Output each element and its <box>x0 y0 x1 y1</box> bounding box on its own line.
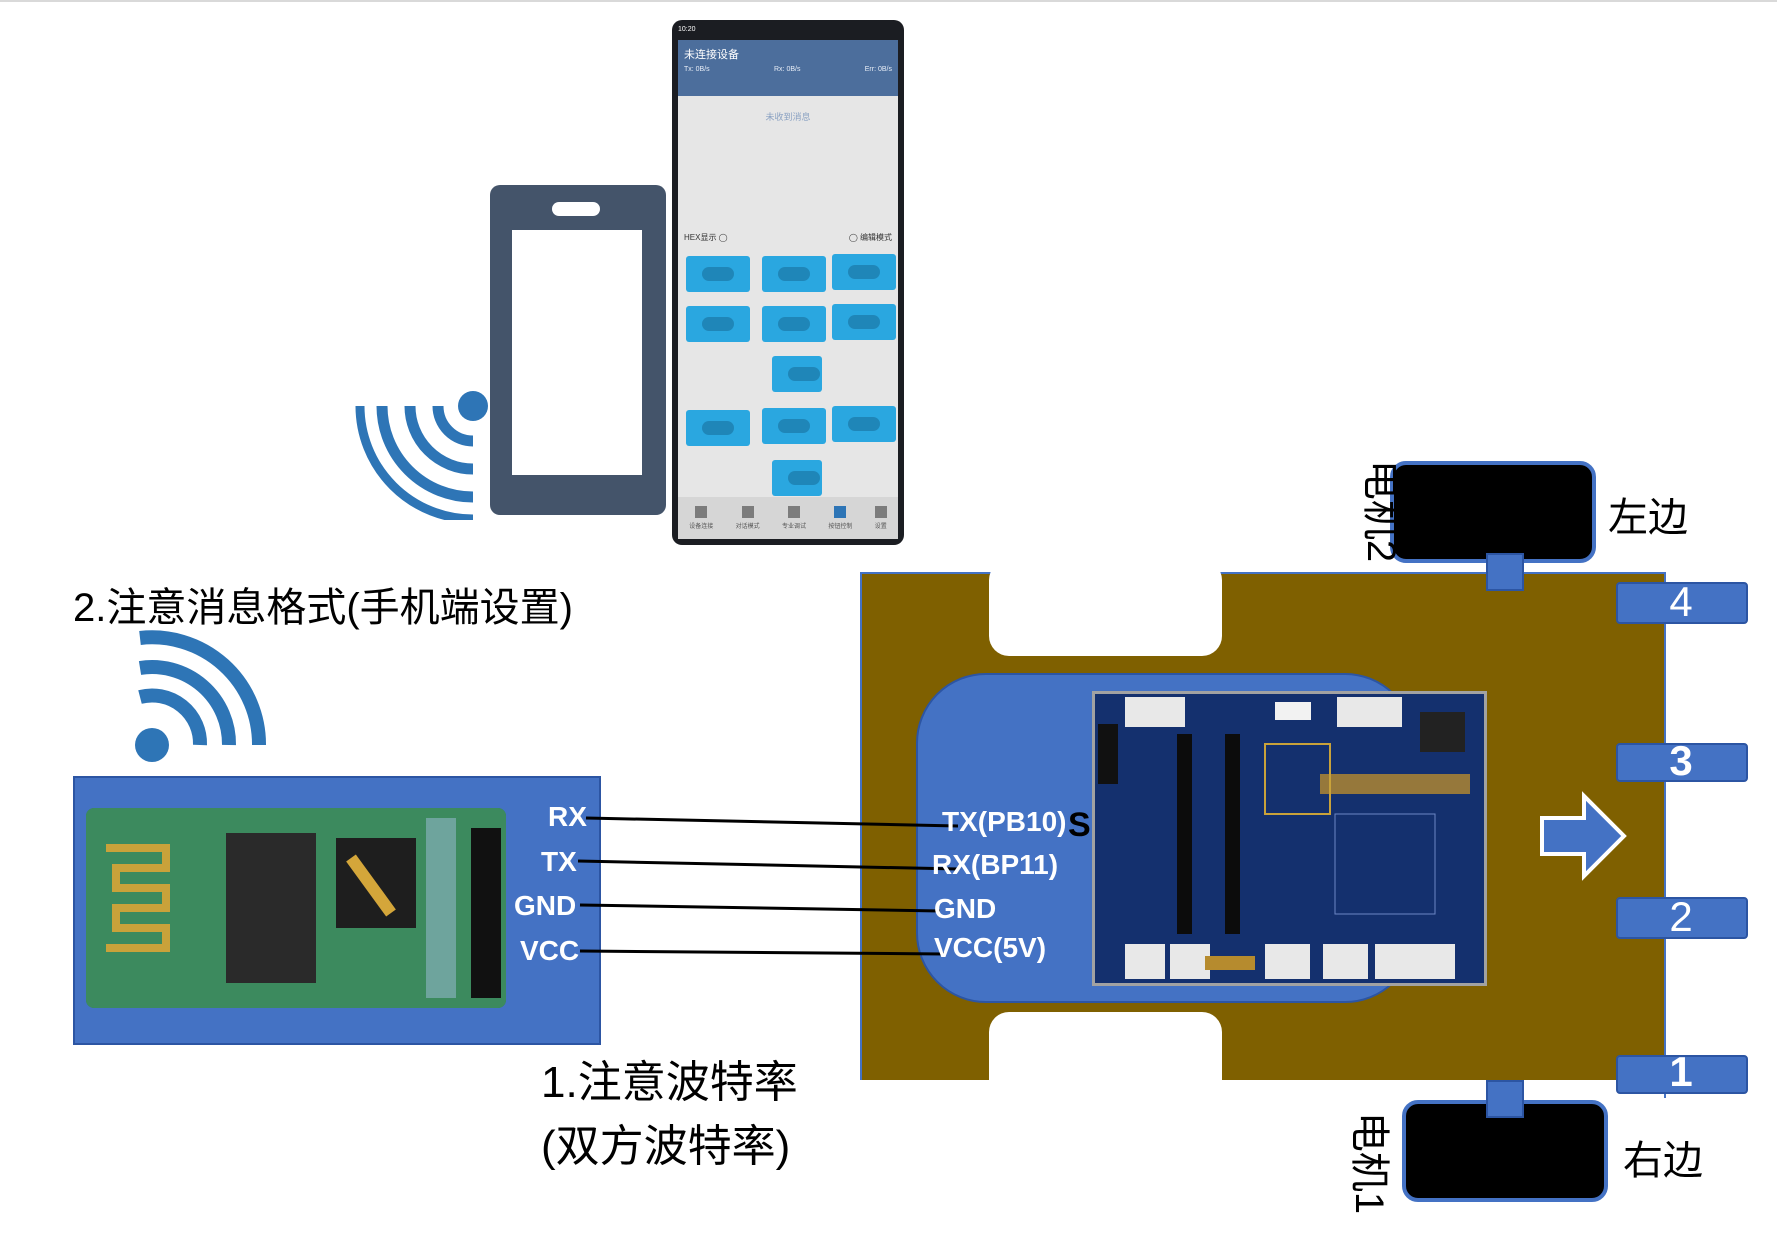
err-rate: Err: 0B/s <box>864 66 892 73</box>
ctrl-pin-rx: RX(BP11) <box>932 849 1059 880</box>
bt-pin-tx: TX <box>541 846 577 877</box>
app-bottom-nav: 设备连接 对话模式 专业调试 按钮控制 设置 <box>678 497 898 539</box>
control-button[interactable] <box>762 256 826 292</box>
control-button[interactable] <box>762 408 826 444</box>
control-button[interactable] <box>762 306 826 342</box>
hex-toggle[interactable]: HEX显示 ◯ <box>684 233 728 242</box>
forward-arrow-icon <box>1540 791 1627 881</box>
ctrl-pin-tx: TX(PB10) <box>942 806 1067 837</box>
message-placeholder: 未收到消息 <box>765 112 811 122</box>
nav-icon <box>874 506 887 518</box>
motor-1-shaft <box>1486 1080 1524 1118</box>
bluetooth-module-photo <box>86 808 506 1008</box>
motor-2-side: 左边 <box>1608 496 1688 540</box>
nav-item[interactable]: 按钮控制 <box>828 506 852 530</box>
phone-screenshot: 10:20 未连接设备 Tx: 0B/s Rx: 0B/s Err: 0B/s … <box>672 20 904 545</box>
app-body: 未收到消息 HEX显示 ◯ ◯ 编辑模式 设备连接 对话模式 专业调试 按钮控制… <box>678 96 898 539</box>
hex-toggle-label: HEX显示 <box>684 233 717 242</box>
control-button[interactable] <box>772 356 822 392</box>
wheel-tab-1 <box>1616 1055 1748 1094</box>
wheel-number-4: 4 <box>1669 578 1693 625</box>
motor-2-label: 电机2 <box>1359 459 1403 563</box>
nav-icon <box>787 506 800 518</box>
wifi-icon <box>135 630 267 762</box>
chassis-notch-top <box>989 560 1222 656</box>
note-baud-rate: 1.注意波特率 <box>541 1058 798 1107</box>
edit-toggle-label: 编辑模式 <box>860 233 892 242</box>
rx-rate: Rx: 0B/s <box>774 66 801 73</box>
motor-2-shaft <box>1486 553 1524 591</box>
motor-2 <box>1390 461 1596 563</box>
wheel-number-1: 1 <box>1669 1048 1693 1095</box>
tx-rate: Tx: 0B/s <box>684 66 710 73</box>
app-rates: Tx: 0B/s Rx: 0B/s Err: 0B/s <box>684 66 892 73</box>
control-button[interactable] <box>832 406 896 442</box>
control-button[interactable] <box>686 410 750 446</box>
pcb-components <box>1098 697 1470 979</box>
nav-icon <box>741 506 754 518</box>
motor-1-label: 电机1 <box>1347 1111 1391 1215</box>
wire-gnd <box>579 903 941 913</box>
control-button[interactable] <box>832 254 896 290</box>
app-title: 未连接设备 <box>684 49 739 61</box>
bt-pin-vcc: VCC <box>520 935 580 966</box>
note-baud-rate-both: (双方波特率) <box>541 1122 791 1171</box>
wheel-tab-3 <box>1616 743 1748 782</box>
control-button[interactable] <box>772 460 822 496</box>
wireless-signal-icon <box>355 391 488 520</box>
wire-tx <box>577 859 959 871</box>
controller-pcb <box>1092 691 1487 986</box>
nav-item[interactable]: 对话模式 <box>736 506 760 530</box>
app-header: 未连接设备 Tx: 0B/s Rx: 0B/s Err: 0B/s <box>678 40 898 96</box>
nav-item[interactable]: 设备连接 <box>689 506 713 530</box>
note-message-format: 2.注意消息格式(手机端设置) <box>73 586 573 630</box>
wire-rx <box>585 816 959 828</box>
nav-item[interactable]: 设置 <box>874 506 887 530</box>
motor-1-side: 右边 <box>1623 1139 1703 1183</box>
wire-vcc <box>579 949 945 956</box>
control-button[interactable] <box>832 304 896 340</box>
bt-pin-gnd: GND <box>514 890 577 921</box>
phone-icon <box>490 185 666 515</box>
ctrl-pin-gnd: GND <box>934 893 997 924</box>
controller-partial-label: S <box>1068 806 1091 844</box>
top-border <box>0 0 1777 2</box>
wheel-tab-4 <box>1616 582 1748 624</box>
phone-status-bar: 10:20 <box>678 26 898 38</box>
control-button[interactable] <box>686 306 750 342</box>
nav-icon <box>834 506 847 518</box>
bluetooth-antenna-icon <box>86 808 506 1008</box>
ctrl-pin-vcc: VCC(5V) <box>934 932 1047 963</box>
nav-icon <box>695 506 708 518</box>
nav-item[interactable]: 专业调试 <box>782 506 806 530</box>
control-button[interactable] <box>686 256 750 292</box>
bt-pin-rx: RX <box>548 801 587 832</box>
status-time: 10:20 <box>678 26 696 33</box>
wheel-number-2: 2 <box>1669 893 1693 940</box>
wheel-number-3: 3 <box>1669 737 1693 784</box>
wheel-tab-2 <box>1616 897 1748 939</box>
edit-toggle[interactable]: ◯ 编辑模式 <box>848 233 892 242</box>
